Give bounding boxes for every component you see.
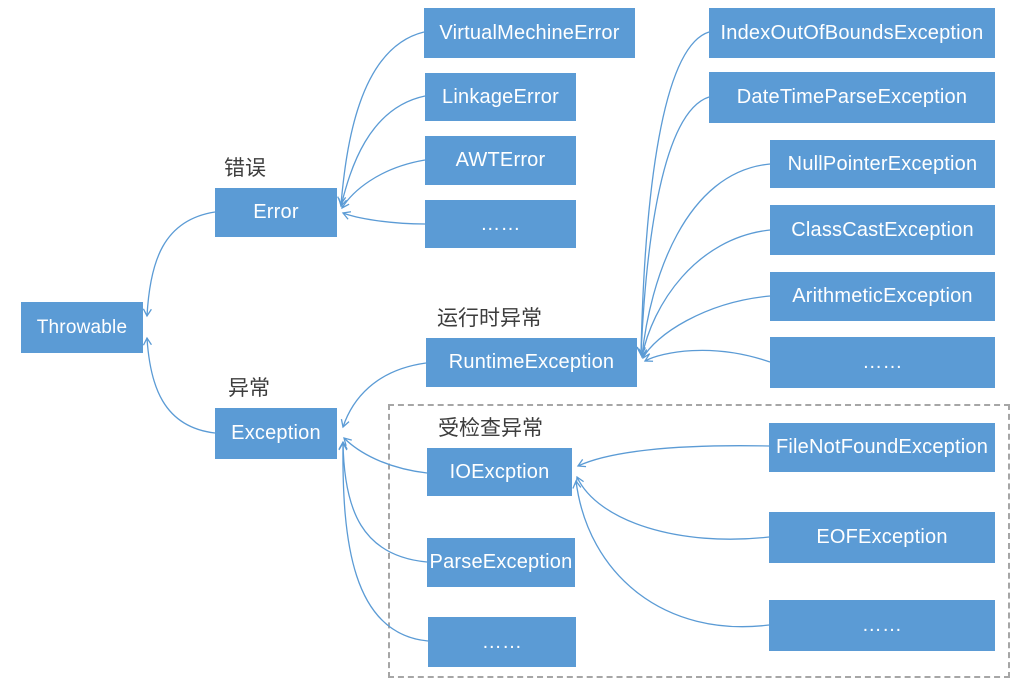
node-exception: Exception [215,408,337,459]
edge-ae-runtime [642,295,771,360]
edge-error-throwable [142,211,216,318]
node-virtualmechineerror: VirtualMechineError [424,8,635,58]
node-awterror: AWTError [425,136,576,185]
edge-awt-error [341,159,426,210]
node-ioexcption: IOExcption [427,448,572,496]
edge-more-runtime [643,349,771,363]
node-arithmeticexception: ArithmeticException [770,272,995,321]
node-eofexception: EOFException [769,512,995,563]
node-error-ellipsis: …… [425,200,576,248]
edge-exception-throwable [142,336,216,434]
node-datetimeparseexception: DateTimeParseException [709,72,995,123]
edge-more-error [341,211,426,225]
node-indexoutofboundsexception: IndexOutOfBoundsException [709,8,995,58]
node-filenotfoundexception: FileNotFoundException [769,423,995,472]
edge-cce-runtime [638,229,771,359]
annotation-runtime: 运行时异常 [437,307,542,330]
edge-ioobe-runtime [636,31,710,356]
node-error: Error [215,188,337,237]
edge-dtpe-runtime [636,96,710,357]
node-classcastexception: ClassCastException [770,205,995,255]
annotation-exception: 异常 [228,377,270,400]
node-linkageerror: LinkageError [425,73,576,121]
node-io-ellipsis: …… [769,600,995,651]
edge-npe-runtime [638,163,771,358]
annotation-checked: 受检查异常 [438,417,543,440]
node-runtimeexception: RuntimeException [426,338,637,387]
node-throwable: Throwable [21,302,143,353]
edge-vmerror-error [337,31,425,206]
annotation-error: 错误 [224,157,266,180]
node-checked-ellipsis: …… [428,617,576,667]
node-runtime-ellipsis: …… [770,337,995,388]
node-parseexception: ParseException [427,538,575,587]
edge-linkage-error [338,95,426,208]
node-nullpointerexception: NullPointerException [770,140,995,188]
